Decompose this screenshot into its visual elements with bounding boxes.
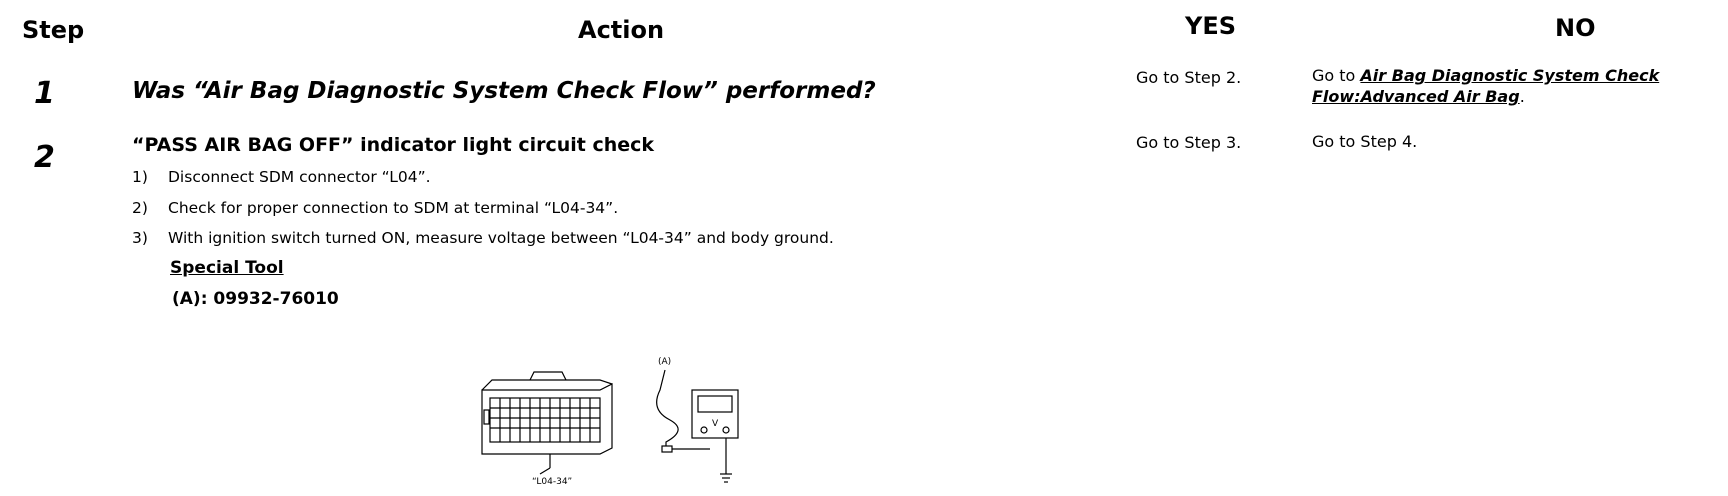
step-1-no-suffix: . [1519, 87, 1525, 106]
header-step: Step [22, 16, 85, 44]
substep-1-number: 1) [132, 168, 148, 186]
substep-1-text: Disconnect SDM connector “L04”. [168, 168, 431, 186]
step-1-action: Was “Air Bag Diagnostic System Check Flo… [132, 78, 876, 104]
header-yes: YES [1185, 12, 1237, 40]
substep-2: 2) Check for proper connection to SDM at … [132, 199, 618, 217]
substep-2-number: 2) [132, 199, 148, 217]
substep-3-number: 3) [132, 229, 148, 247]
substep-3-text: With ignition switch turned ON, measure … [168, 229, 834, 247]
terminal-label: “L04-34” [532, 477, 572, 487]
step-1-no: Go to Air Bag Diagnostic System Check Fl… [1312, 65, 1728, 107]
step-2-no: Go to Step 4. [1312, 132, 1418, 151]
substep-2-text: Check for proper connection to SDM at te… [168, 199, 619, 217]
special-tool-label: Special Tool [170, 258, 284, 278]
step-1-number: 1 [34, 76, 55, 111]
step-2-number: 2 [34, 140, 55, 175]
step-1-no-link-line1[interactable]: Air Bag Diagnostic System Check [1360, 66, 1660, 85]
step-1-no-prefix: Go to [1312, 66, 1361, 85]
substep-3: 3) With ignition switch turned ON, measur… [132, 229, 834, 247]
header-no: NO [1555, 14, 1596, 42]
step-1-yes: Go to Step 2. [1136, 68, 1242, 87]
sdm-connector-illustration [481, 371, 613, 475]
header-action: Action [578, 16, 665, 44]
step-2-yes: Go to Step 3. [1136, 133, 1242, 152]
step-1-no-link-line2[interactable]: Flow:Advanced Air Bag [1312, 87, 1520, 106]
step-2-title: “PASS AIR BAG OFF” indicator light circu… [132, 134, 655, 156]
substep-1: 1) Disconnect SDM connector “L04”. [132, 168, 431, 186]
tool-a-label: (A) [658, 357, 671, 367]
special-tool-value: (A): 09932-76010 [172, 289, 339, 309]
test-lead [656, 369, 710, 453]
voltmeter-label: V [712, 419, 719, 429]
voltmeter-icon [691, 389, 739, 483]
connector-voltage-diagram: “L04-34” (A) V [481, 357, 739, 487]
